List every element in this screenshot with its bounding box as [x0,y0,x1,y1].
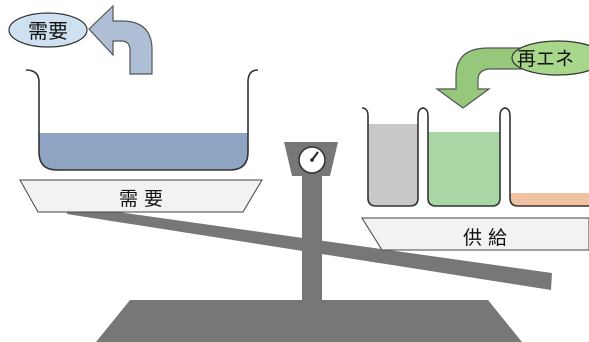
demand-plate-label: 需 要 [119,188,163,210]
demand-bubble: 需要 [9,13,87,47]
demand-water [39,133,248,170]
curved-down-arrow-icon [437,48,522,108]
supply-tank-gray [362,108,424,206]
demand-tub [26,70,258,170]
supply-tank-orange [504,108,589,206]
renewable-bubble: 再エネ [512,41,589,75]
renewable-bubble-label: 再エネ [517,48,574,70]
scale-base [96,300,522,342]
supply-tank-green [422,108,506,206]
demand-bubble-label: 需要 [28,19,68,43]
curved-up-arrow-icon [89,6,152,74]
gauge-dial-icon [299,147,325,173]
supply-plate-label: 供 給 [463,227,507,249]
